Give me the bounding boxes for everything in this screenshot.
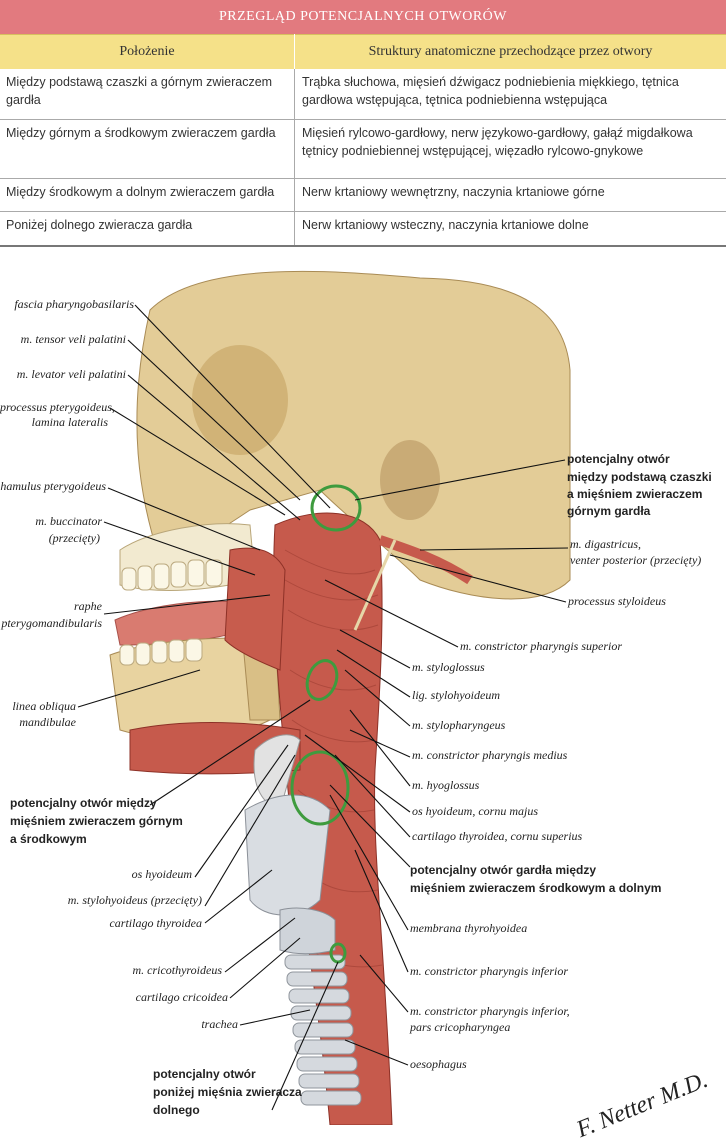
label-hyoglossus: m. hyoglossus <box>412 778 480 792</box>
label-buccinator-note: (przecięty) <box>48 531 100 545</box>
label-raphe: raphe <box>74 599 102 613</box>
label-pars-cricopharyngea: pars cricopharyngea <box>410 1020 511 1034</box>
label-stylohyoideus: m. stylohyoideus (przecięty) <box>67 893 202 907</box>
row-location: Między podstawą czaszki a górnym zwierac… <box>6 75 273 107</box>
label-oesophagus: oesophagus <box>410 1057 467 1071</box>
header-structures: Struktury anatomiczne przechodzące przez… <box>295 34 726 70</box>
row-structures: Nerw krtaniowy wsteczny, naczynia krtani… <box>302 218 589 232</box>
label-opening-skull-base-2: między podstawą czaszki <box>567 470 712 484</box>
label-levator-veli-palatini: m. levator veli palatini <box>16 367 126 381</box>
row-location: Poniżej dolnego zwieracza gardła <box>6 218 193 232</box>
table-row: Poniżej dolnego zwieracza gardła Nerw kr… <box>0 212 726 247</box>
label-linea-obliqua: linea obliqua <box>12 699 76 713</box>
label-opening-upper-middle-2: mięśniem zwieraczem górnym <box>10 814 183 828</box>
row-structures: Nerw krtaniowy wewnętrzny, naczynia krta… <box>302 185 605 199</box>
label-opening-skull-base-3: a mięśniem zwieraczem <box>567 487 703 501</box>
pharynx-lateral-view-drawing <box>77 270 571 1125</box>
label-opening-below-3: dolnego <box>153 1103 200 1117</box>
label-cartilago-thyroidea: cartilago thyroidea <box>109 916 202 930</box>
label-opening-middle-lower-2: mięśniem zwieraczem środkowym a dolnym <box>410 881 662 895</box>
row-structures: Trąbka słuchowa, mięsień dźwigacz podnie… <box>302 75 679 107</box>
label-mandibulae: mandibulae <box>19 715 76 729</box>
label-membrana-thyrohyoidea: membrana thyrohyoidea <box>410 921 528 935</box>
label-constrictor-inferior: m. constrictor pharyngis inferior <box>410 964 568 978</box>
label-styloglossus: m. styloglossus <box>412 660 485 674</box>
row-structures: Mięsień rylcowo-gardłowy, nerw językowo-… <box>302 126 693 158</box>
row-location: Między górnym a środkowym zwieraczem gar… <box>6 126 276 140</box>
label-opening-below-2: poniżej mięśnia zwieracza <box>153 1085 302 1099</box>
label-processus-pterygoideus: processus pterygoideus, <box>0 400 115 414</box>
label-digastricus: m. digastricus, <box>570 537 642 551</box>
table-row: Między środkowym a dolnym zwieraczem gar… <box>0 179 726 212</box>
label-opening-skull-base-1: potencjalny otwór <box>567 452 670 466</box>
label-os-hyoideum-cornu: os hyoideum, cornu majus <box>412 804 538 818</box>
row-location: Między środkowym a dolnym zwieraczem gar… <box>6 185 275 199</box>
table-row: Między podstawą czaszki a górnym zwierac… <box>0 69 726 120</box>
label-venter-posterior: venter posterior (przecięty) <box>570 553 702 567</box>
label-trachea: trachea <box>201 1017 238 1031</box>
label-lamina-lateralis: lamina lateralis <box>31 415 108 429</box>
label-pterygomandibularis: pterygomandibularis <box>1 616 102 630</box>
table-row: Między górnym a środkowym zwieraczem gar… <box>0 120 726 179</box>
label-constrictor-inferior-2: m. constrictor pharyngis inferior, <box>410 1004 570 1018</box>
label-opening-upper-middle-1: potencjalny otwór między <box>10 796 157 810</box>
label-constrictor-superior: m. constrictor pharyngis superior <box>460 639 622 653</box>
label-cartilago-cornu: cartilago thyroidea, cornu superius <box>412 829 583 843</box>
label-fascia-pharyngobasilaris: fascia pharyngobasilaris <box>14 297 134 311</box>
label-opening-skull-base-4: górnym gardła <box>567 504 651 518</box>
label-opening-below-1: potencjalny otwór <box>153 1067 256 1081</box>
label-tensor-veli-palatini: m. tensor veli palatini <box>20 332 126 346</box>
label-opening-upper-middle-3: a środkowym <box>10 832 87 846</box>
label-hamulus-pterygoideus: hamulus pterygoideus <box>0 479 106 493</box>
anatomy-illustration: fascia pharyngobasilaris m. tensor veli … <box>0 250 726 1143</box>
table-title: PRZEGLĄD POTENCJALNYCH OTWORÓW <box>0 0 726 34</box>
label-lig-stylohyoideum: lig. stylohyoideum <box>412 688 500 702</box>
label-processus-styloideus: processus styloideus <box>568 594 666 608</box>
label-os-hyoideum: os hyoideum <box>131 867 192 881</box>
label-stylopharyngeus: m. stylopharyngeus <box>412 718 506 732</box>
label-opening-middle-lower-1: potencjalny otwór gardła między <box>410 863 597 877</box>
label-constrictor-medius: m. constrictor pharyngis medius <box>412 748 568 762</box>
label-cartilago-cricoidea: cartilago cricoidea <box>135 990 228 1004</box>
label-cricothyroideus: m. cricothyroideus <box>132 963 222 977</box>
header-location: Położenie <box>0 34 294 70</box>
label-buccinator: m. buccinator <box>35 514 102 528</box>
